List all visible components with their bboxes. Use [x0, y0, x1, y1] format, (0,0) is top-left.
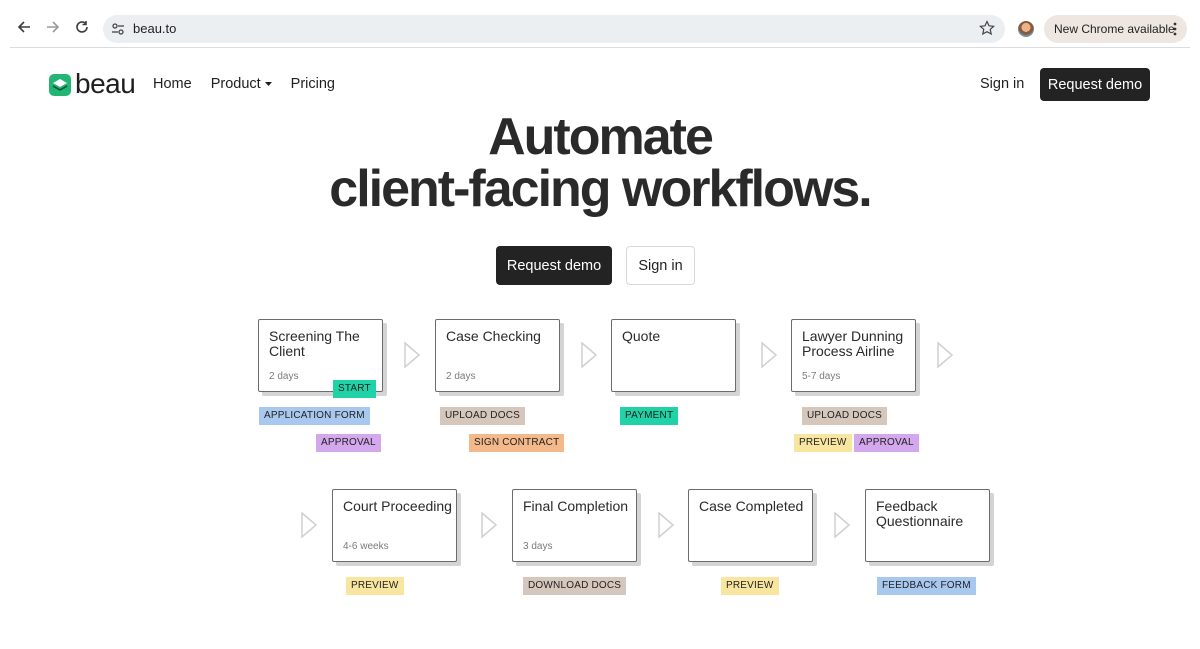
bookmark-star-icon[interactable]	[979, 20, 995, 41]
flow-arrow-icon	[658, 511, 675, 539]
beau-logo-icon	[49, 74, 71, 96]
chrome-update-button[interactable]: New Chrome available	[1044, 15, 1187, 43]
card-duration: 3 days	[523, 541, 553, 552]
request-demo-button[interactable]: Request demo	[1040, 68, 1150, 101]
tag-preview: PREVIEW	[794, 434, 852, 452]
main-nav: Home Product Pricing	[153, 76, 335, 92]
card-title: Quote	[622, 328, 661, 344]
browser-toolbar: beau.to New Chrome available	[0, 0, 1200, 48]
forward-arrow-icon[interactable]	[44, 18, 62, 36]
flow-arrow-icon	[581, 341, 598, 369]
workflow-card-case-checking: Case Checking 2 days	[435, 319, 560, 392]
profile-avatar[interactable]	[1018, 21, 1034, 37]
flow-arrow-icon	[404, 341, 421, 369]
flow-arrow-icon	[834, 511, 851, 539]
tag-download-docs: DOWNLOAD DOCS	[523, 577, 627, 595]
flow-arrow-icon	[937, 341, 954, 369]
card-title: Case Completed	[699, 498, 804, 514]
tag-feedback-form: FEEDBACK FORM	[877, 577, 976, 595]
site-settings-icon[interactable]	[111, 22, 125, 41]
hero-request-demo-button[interactable]: Request demo	[496, 246, 612, 285]
tag-approval: APPROVAL	[316, 434, 381, 452]
workflow-card-screening: Screening The Client 2 days	[258, 319, 383, 392]
tag-approval: APPROVAL	[854, 434, 919, 452]
workflow-card-case-completed: Case Completed	[688, 489, 813, 562]
flow-arrow-icon	[481, 511, 498, 539]
tag-preview: PREVIEW	[721, 577, 779, 595]
tag-preview: PREVIEW	[346, 577, 404, 595]
workflow-card-court-proceeding: Court Proceeding 4-6 weeks	[332, 489, 457, 562]
url-text[interactable]: beau.to	[133, 21, 177, 36]
hero-line-1: Automate	[488, 108, 714, 166]
nav-pricing[interactable]: Pricing	[290, 76, 335, 92]
nav-product[interactable]: Product	[211, 76, 272, 92]
card-duration: 2 days	[446, 371, 476, 382]
nav-product-label: Product	[210, 76, 261, 92]
card-duration: 2 days	[269, 371, 299, 382]
card-title: Lawyer Dunning Process Airline	[802, 328, 904, 359]
update-label: New Chrome available	[1054, 22, 1175, 36]
tag-payment: PAYMENT	[620, 407, 679, 425]
tag-upload-docs: UPLOAD DOCS	[802, 407, 887, 425]
flow-arrow-icon	[761, 341, 778, 369]
nav-home[interactable]: Home	[153, 76, 192, 92]
toolbar-divider	[10, 47, 1190, 48]
card-title: Case Checking	[446, 328, 541, 344]
card-duration: 4-6 weeks	[343, 541, 389, 552]
logo-text: beau	[75, 68, 136, 99]
sign-in-link[interactable]: Sign in	[980, 76, 1025, 92]
beau-logo[interactable]: beau	[49, 68, 136, 99]
workflow-card-final-completion: Final Completion 3 days	[512, 489, 637, 562]
workflow-card-quote: Quote	[611, 319, 736, 392]
reload-icon[interactable]	[73, 18, 91, 36]
card-title: Final Completion	[523, 498, 629, 514]
card-title: Court Proceeding	[343, 498, 452, 514]
tag-application-form: APPLICATION FORM	[259, 407, 370, 425]
flow-arrow-icon	[301, 511, 318, 539]
address-bar[interactable]: beau.to	[103, 15, 1005, 43]
card-duration: 5-7 days	[802, 371, 841, 382]
more-menu-icon[interactable]	[1173, 22, 1177, 39]
tag-upload-docs: UPLOAD DOCS	[440, 407, 525, 425]
tag-start: START	[333, 380, 376, 398]
card-title: Feedback Questionnaire	[876, 498, 964, 529]
hero-sign-in-button[interactable]: Sign in	[626, 246, 695, 285]
hero-line-2: client-facing workflows.	[329, 160, 872, 218]
workflow-card-lawyer-dunning: Lawyer Dunning Process Airline 5-7 days	[791, 319, 916, 392]
workflow-card-feedback: Feedback Questionnaire	[865, 489, 990, 562]
back-arrow-icon[interactable]	[15, 18, 33, 36]
tag-sign-contract: SIGN CONTRACT	[469, 434, 565, 452]
caret-down-icon	[264, 82, 272, 86]
card-title: Screening The Client	[269, 328, 360, 359]
hero-heading: Automate client-facing workflows.	[0, 108, 1200, 218]
